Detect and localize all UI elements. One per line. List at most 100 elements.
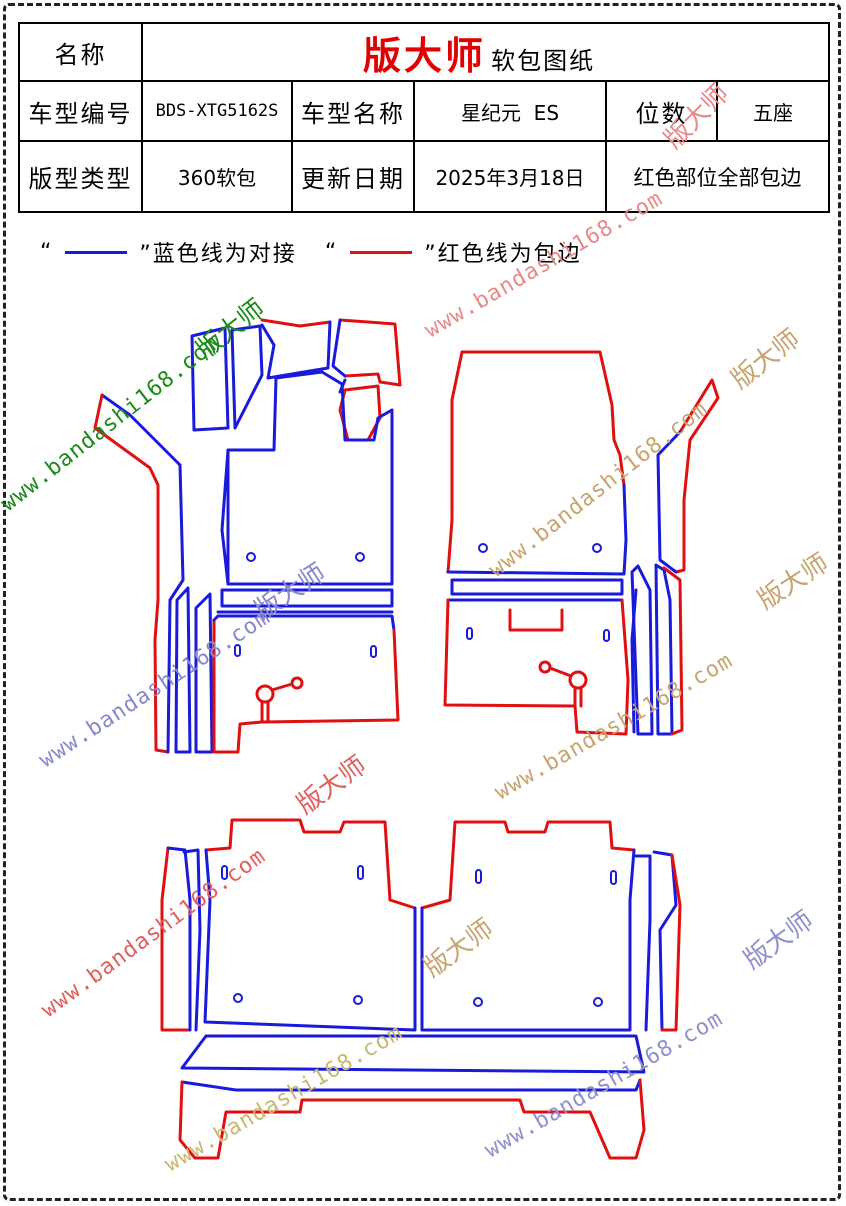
driver-pedal-panel [190, 326, 230, 432]
driver-upper-right-red [338, 318, 402, 387]
passenger-side-red [674, 378, 720, 574]
rear-bottom-red [178, 1078, 646, 1160]
info-row-title: 名称 版大师 软包图纸 [18, 22, 831, 82]
passenger-side-strip2 [630, 564, 654, 736]
driver-side-strip3 [194, 592, 214, 754]
passenger-side-strip3-red [662, 566, 684, 736]
driver-anchor-ring-small [290, 676, 304, 690]
passenger-top-left-red [446, 350, 464, 574]
rear-right-main-blue [420, 848, 636, 1032]
rear-right-slot-2 [610, 870, 617, 885]
driver-lower-blue [216, 614, 396, 632]
name-label: 名称 [18, 22, 143, 82]
passenger-side-blue [656, 430, 682, 574]
watermark-tan-url-1: www.bandashi168.com [484, 396, 713, 582]
info-table: 名称 版大师 软包图纸 车型编号 BDS-XTG5162S 车型名称 星纪元 E… [18, 22, 831, 213]
model-name-value: 星纪元 ES [413, 80, 607, 142]
rear-left-strip2 [182, 848, 202, 1032]
driver-slot-2 [370, 645, 377, 658]
rear-left-hole-2 [353, 995, 363, 1005]
pattern-type-label: 版型类型 [18, 140, 143, 213]
rear-left-strip-red [160, 846, 192, 1032]
note-text: 红色部位全部包边 [604, 140, 831, 213]
title-cell: 版大师 软包图纸 [140, 22, 831, 82]
driver-slot-1 [234, 644, 241, 657]
rear-left-main-blue [203, 848, 417, 1032]
watermark-green-url: www.bandashi168.com [0, 330, 225, 516]
legend-red-text: ”红色线为包边 [424, 242, 582, 267]
rear-left-top-red [204, 818, 417, 910]
rear-right-slot-1 [475, 869, 482, 884]
rear-right-strip2 [652, 850, 678, 1032]
driver-firewall-blue [260, 320, 332, 380]
rear-left-hole-1 [233, 993, 243, 1003]
passenger-side-strip3 [654, 563, 674, 736]
update-date-value: 2025年3月18日 [413, 140, 607, 213]
driver-hole-1 [246, 552, 256, 562]
passenger-anchor-ring-small [538, 660, 552, 674]
driver-firewall-red [260, 318, 332, 328]
rear-right-hole-1 [473, 997, 483, 1007]
info-row-model: 车型编号 BDS-XTG5162S 车型名称 星纪元 ES 位数 五座 [18, 80, 831, 142]
legend-blue-text: ”蓝色线为对接 [139, 242, 297, 267]
driver-side-strip-outer [100, 393, 182, 467]
driver-pedal-panel2 [230, 324, 264, 430]
passenger-lower-red [443, 598, 630, 736]
driver-side-strip2 [174, 586, 192, 754]
passenger-slot-2 [603, 629, 610, 642]
rear-left-strip-blue [166, 846, 192, 1032]
driver-side-strip-blue [166, 463, 185, 754]
passenger-hole-1 [478, 543, 488, 553]
seats-value: 五座 [715, 80, 831, 142]
brand-title: 版大师 [363, 33, 487, 78]
pattern-type-value: 360软包 [141, 140, 293, 213]
watermark-tan-cn-3: 版大师 [418, 914, 499, 984]
watermark-pink-cn-1: 版大师 [659, 79, 735, 155]
driver-lower-red [212, 618, 400, 754]
watermark-tan-cn-1: 版大师 [726, 324, 806, 396]
passenger-cutout [508, 608, 564, 632]
seats-label: 位数 [605, 80, 718, 142]
driver-strip-a [220, 588, 394, 608]
passenger-mat-group [443, 350, 720, 736]
watermark-purple-cn-2: 版大师 [738, 906, 819, 976]
driver-anchor-ring [255, 684, 275, 704]
passenger-slot-1 [466, 627, 473, 640]
passenger-strip [450, 578, 624, 596]
watermark-pink-cn-2: 版大师 [291, 751, 372, 821]
watermarks: www.bandashi168.com 版大师 www.bandashi168.… [0, 79, 834, 1178]
driver-lower-blue-edge [212, 614, 220, 622]
legend-red-line [350, 250, 413, 254]
driver-upper-right-blue [331, 318, 347, 378]
rear-left-slot-1 [221, 865, 228, 880]
watermark-tan-cn-2: 版大师 [752, 548, 834, 616]
passenger-side-strip4 [630, 588, 638, 734]
passenger-anchor-ring [568, 670, 588, 690]
rear-bottom-blue [180, 1078, 642, 1092]
driver-mat-group [93, 318, 402, 754]
legend: “ ”蓝色线为对接 “ ”红色线为包边 [40, 236, 582, 268]
rear-right-strip-blue [634, 854, 652, 1032]
model-code-label: 车型编号 [18, 80, 143, 142]
rear-left-slot-2 [357, 865, 364, 880]
passenger-hole-2 [592, 543, 602, 553]
watermark-pink-url-1: www.bandashi168.com [421, 186, 668, 343]
rear-right-top-red [420, 820, 636, 910]
passenger-top-red [460, 350, 626, 487]
rear-right-strip-red [660, 853, 682, 1032]
watermark-tan-url-2: www.bandashi168.com [491, 648, 738, 805]
driver-hole-2 [355, 552, 365, 562]
update-date-label: 更新日期 [291, 140, 415, 213]
driver-main-left-edge [220, 448, 230, 586]
model-code-value: BDS-XTG5162S [141, 80, 293, 142]
driver-anchor-link [260, 682, 294, 724]
legend-blue-line [65, 250, 128, 254]
rear-cross-piece [180, 1034, 646, 1074]
title-suffix: 软包图纸 [491, 46, 596, 75]
rear-mat-group [160, 818, 682, 1160]
info-row-type: 版型类型 360软包 更新日期 2025年3月18日 红色部位全部包边 [18, 140, 831, 213]
legend-quote-open-blue: “ [40, 239, 54, 265]
driver-side-strip-red [93, 393, 170, 754]
page-border [3, 3, 841, 1201]
